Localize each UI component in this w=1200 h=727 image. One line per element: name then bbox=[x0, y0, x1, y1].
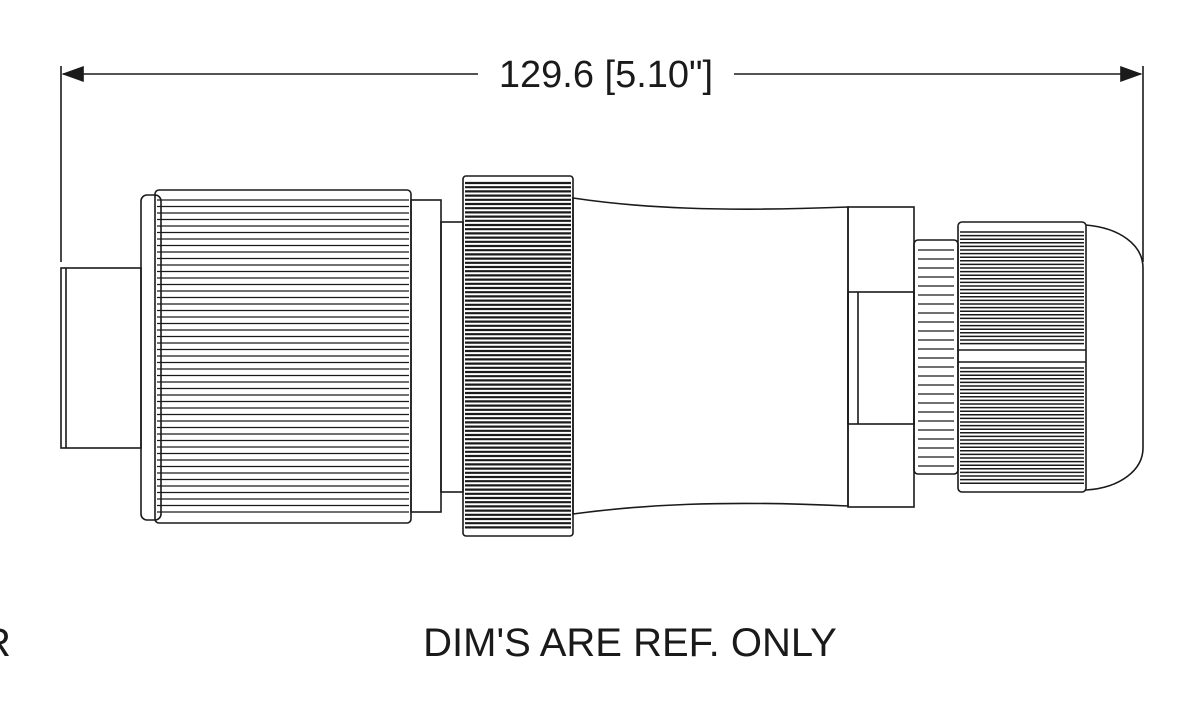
connector-body bbox=[572, 197, 849, 515]
knurled-ring-ribs bbox=[465, 181, 571, 529]
dome-cap bbox=[1085, 224, 1144, 491]
coupling-nut bbox=[140, 194, 162, 521]
dimension-label: 129.6 [5.10"] bbox=[499, 54, 713, 96]
cable-gland-ribs bbox=[960, 231, 1084, 484]
cropped-edge-char: R bbox=[0, 621, 11, 665]
collar bbox=[410, 199, 442, 513]
coupling-nut-knurl bbox=[157, 199, 409, 513]
cable-gland-nut bbox=[957, 221, 1087, 493]
reference-note: DIM'S ARE REF. ONLY bbox=[423, 621, 837, 665]
front-pin-body bbox=[60, 267, 142, 449]
